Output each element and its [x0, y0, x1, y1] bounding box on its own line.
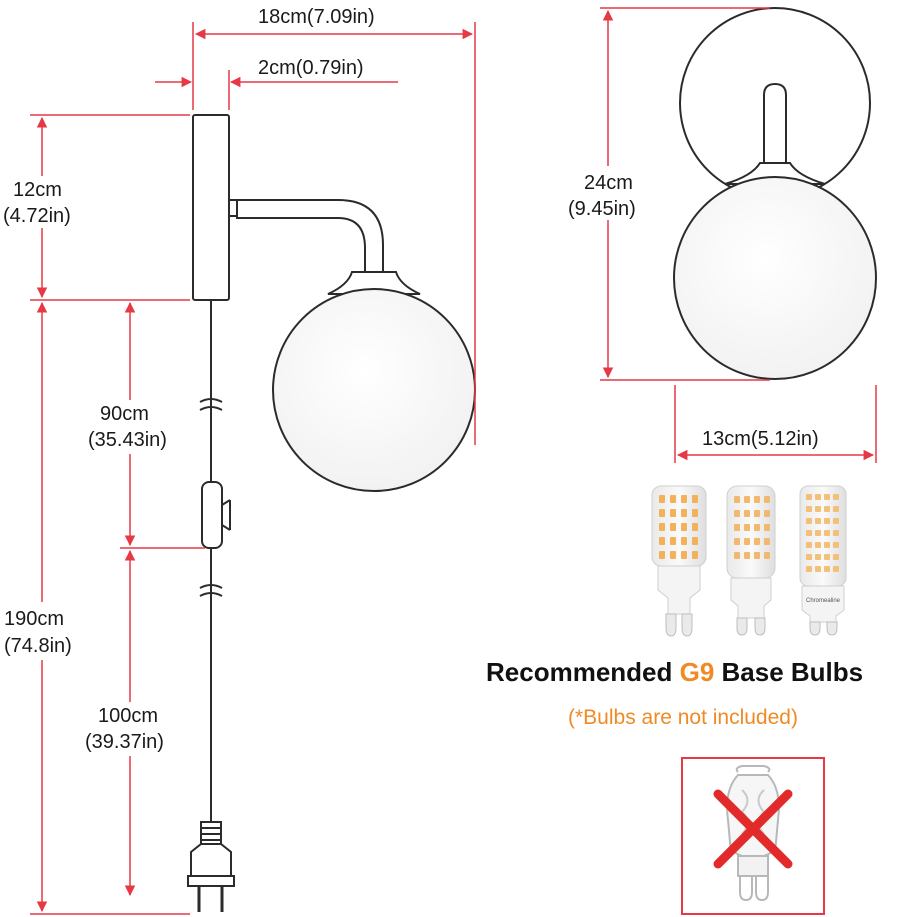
lamp-arm	[236, 199, 384, 273]
plate-height-cm-label: 12cm	[13, 179, 62, 201]
power-plug	[187, 821, 235, 912]
plate-height-in-label: (4.72in)	[3, 205, 71, 227]
cord-to-switch-cm-label: 90cm	[100, 403, 149, 425]
g9-bulb-brand-icon: Chromealine	[799, 485, 847, 636]
switch-to-plug-cm-label: 100cm	[98, 705, 158, 727]
g9-bulb-warm-icon	[651, 485, 707, 637]
recommended-prefix: Recommended	[486, 657, 680, 687]
cord-total-cm-label: 190cm	[4, 608, 64, 630]
globe-socket	[327, 271, 421, 295]
front-globe	[673, 176, 877, 380]
total-width-label: 18cm(7.09in)	[258, 6, 375, 28]
recommended-bulbs-title: Recommended G9 Base Bulbs	[486, 657, 863, 687]
g9-highlight: G9	[680, 657, 715, 687]
front-height-cm-label: 24cm	[584, 172, 633, 194]
bulb-brand-text: Chromealine	[806, 598, 841, 604]
recommended-suffix: Base Bulbs	[714, 657, 863, 687]
switch-to-plug-in-label: (39.37in)	[85, 731, 164, 753]
side-globe	[272, 288, 476, 492]
front-width-label: 13cm(5.12in)	[702, 428, 819, 450]
front-dimensions	[600, 7, 877, 463]
crossed-halogen-bulb-icon	[681, 757, 825, 915]
cord-to-switch-in-label: (35.43in)	[88, 429, 167, 451]
front-arm	[763, 82, 787, 164]
front-socket	[724, 162, 826, 185]
bulbs-not-included-note: (*Bulbs are not included)	[568, 706, 798, 729]
arm-mount	[228, 199, 238, 217]
cord-break-mark	[199, 398, 223, 411]
side-view-lamp	[187, 114, 476, 912]
wall-plate	[192, 114, 230, 301]
g9-bulb-clear-icon	[726, 485, 776, 636]
front-view-lamp	[673, 7, 877, 380]
front-height-in-label: (9.45in)	[568, 198, 636, 220]
cord-break-mark	[199, 584, 223, 597]
cord-total-in-label: (74.8in)	[4, 635, 72, 657]
plate-offset-label: 2cm(0.79in)	[258, 57, 364, 79]
inline-switch	[201, 481, 223, 549]
